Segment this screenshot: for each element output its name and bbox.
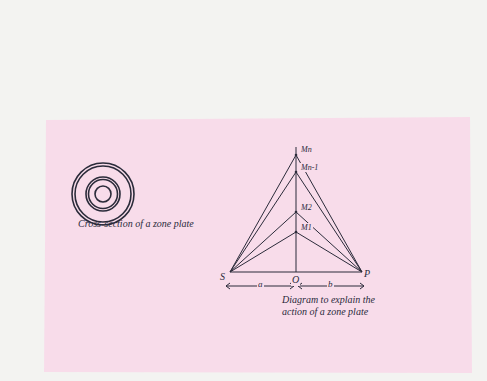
point-label: M2 (300, 203, 313, 212)
point-label: Mn (300, 145, 313, 154)
zone-plate-rings (72, 163, 134, 225)
point-label: P (364, 268, 370, 280)
point-label: S (220, 271, 225, 283)
point-label: M1 (300, 223, 313, 232)
dimension-label: a (257, 279, 264, 289)
dimension-label: b (327, 279, 334, 289)
point-label: O (291, 274, 300, 286)
point-label: Mn-1 (300, 163, 319, 172)
zone-construction-lines (226, 147, 364, 289)
plate-caption: Cross-section of a zone plate (78, 218, 194, 230)
diagram-caption: Diagram to explain the action of a zone … (282, 294, 392, 317)
paper-sheet (44, 117, 472, 373)
